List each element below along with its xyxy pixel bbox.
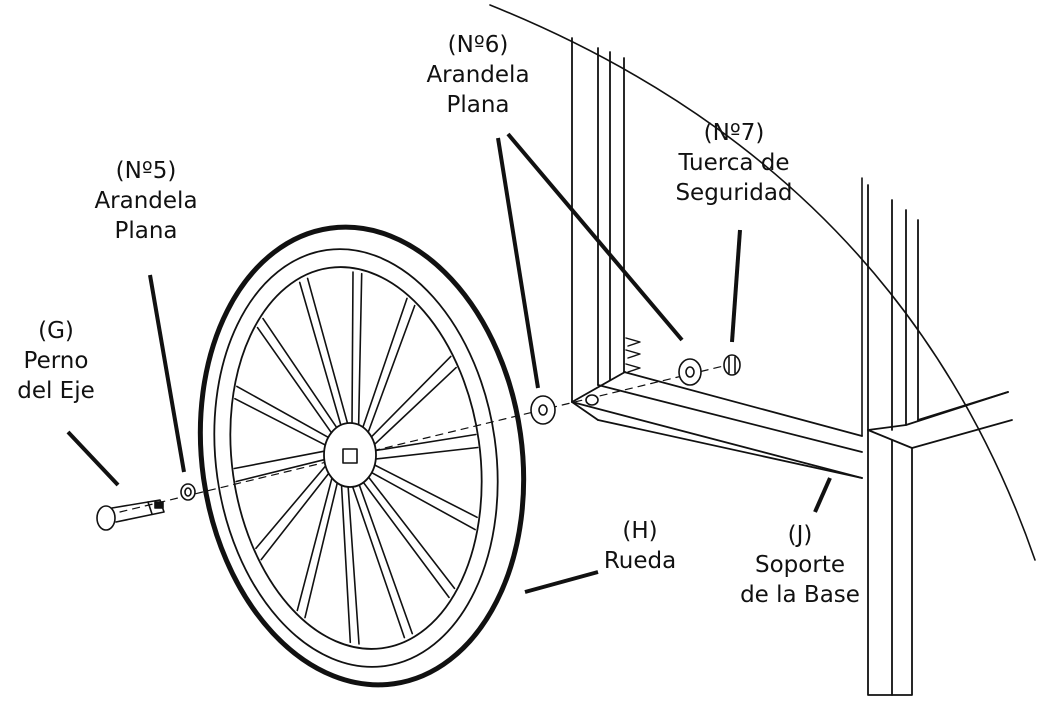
leader-lines bbox=[66, 132, 832, 594]
wheel-spoke bbox=[256, 326, 334, 436]
leader-lock-nut bbox=[730, 229, 742, 343]
wheel-spoke bbox=[262, 317, 339, 431]
wheel-spoke bbox=[369, 355, 452, 440]
wheel-spoke bbox=[234, 397, 328, 447]
label-washer-5-id: (Nº5) bbox=[115, 158, 177, 184]
wheel-spokes bbox=[233, 271, 479, 645]
wheel-spoke bbox=[366, 304, 416, 436]
wheel-spoke bbox=[366, 474, 456, 590]
wheel-spoke bbox=[351, 484, 406, 639]
washer-5-drawing bbox=[180, 483, 196, 501]
frame-clips bbox=[625, 337, 641, 373]
axle-bolt-drawing bbox=[96, 499, 165, 531]
label-axle-bolt-id: (G) bbox=[38, 318, 74, 344]
wheel-spoke bbox=[347, 484, 360, 645]
cart-body-outline bbox=[489, 4, 1036, 561]
base-support-bar bbox=[571, 371, 863, 479]
wheel-spoke bbox=[255, 463, 328, 550]
wheel-spoke bbox=[357, 272, 363, 428]
washer-6-right-drawing bbox=[678, 358, 702, 386]
wheel-spoke bbox=[372, 446, 479, 461]
frame-right-leg bbox=[867, 184, 1013, 696]
wheel-spoke bbox=[357, 482, 414, 635]
lock-nut-drawing bbox=[723, 354, 741, 376]
frame-left-post bbox=[571, 37, 625, 403]
wheel-spoke bbox=[304, 479, 339, 619]
label-washer-5: (Nº5) Arandela Plana bbox=[94, 156, 197, 246]
wheel-hub-hole bbox=[342, 448, 358, 464]
label-washer-6-line2: Plana bbox=[446, 92, 510, 118]
label-wheel-id: (H) bbox=[622, 518, 658, 544]
label-washer-5-line1: Arandela bbox=[94, 188, 198, 214]
label-axle-bolt-line2: del Eje bbox=[17, 378, 95, 404]
wheel-rim-1 bbox=[213, 248, 499, 668]
leader-axle-bolt bbox=[66, 430, 120, 487]
wheel-rim-2 bbox=[229, 266, 483, 650]
wheel-spoke bbox=[361, 297, 408, 431]
label-axle-bolt-line1: Perno bbox=[23, 348, 89, 374]
wheel-spoke bbox=[298, 281, 343, 428]
leader-washer-6-b bbox=[506, 132, 684, 342]
wheel-spoke bbox=[372, 463, 478, 519]
label-wheel-line1: Rueda bbox=[603, 548, 677, 574]
wheel-spoke bbox=[233, 449, 328, 470]
wheel-spoke bbox=[296, 474, 334, 612]
wheel-spoke bbox=[372, 433, 477, 452]
wheel-spoke bbox=[306, 277, 349, 426]
wheel-spoke bbox=[372, 366, 457, 447]
wheel-spoke bbox=[369, 470, 476, 531]
leader-washer-5 bbox=[148, 274, 186, 473]
wheel-drawing bbox=[197, 224, 527, 688]
label-base-support-id: (J) bbox=[787, 522, 813, 548]
washer-6-left-drawing bbox=[530, 395, 556, 425]
wheel-spoke bbox=[260, 470, 331, 561]
wheel-tire-outer bbox=[197, 224, 527, 688]
label-base-support: (J) Soporte de la Base bbox=[740, 520, 860, 610]
label-washer-6: (Nº6) Arandela Plana bbox=[426, 30, 529, 120]
axle-alignment-line bbox=[119, 361, 741, 513]
wheel-spoke bbox=[235, 458, 328, 483]
label-axle-bolt: (G) Perno del Eje bbox=[17, 316, 95, 406]
wheel-spoke bbox=[340, 482, 352, 644]
label-washer-6-id: (Nº6) bbox=[447, 32, 509, 58]
leader-wheel bbox=[524, 570, 599, 594]
label-base-support-line1: Soporte bbox=[755, 552, 845, 578]
frame-hole bbox=[585, 394, 599, 406]
leader-base-support bbox=[813, 477, 832, 513]
wheel-spoke bbox=[361, 479, 450, 599]
label-washer-5-line2: Plana bbox=[114, 218, 178, 244]
label-wheel: (H) Rueda bbox=[604, 516, 676, 576]
leader-washer-6-a bbox=[496, 137, 540, 389]
label-lock-nut: (Nº7) Tuerca de Seguridad bbox=[675, 118, 792, 208]
label-lock-nut-id: (Nº7) bbox=[703, 120, 765, 146]
label-lock-nut-line2: Seguridad bbox=[675, 180, 793, 206]
label-base-support-line2: de la Base bbox=[740, 582, 860, 608]
label-lock-nut-line1: Tuerca de bbox=[678, 150, 790, 176]
wheel-spoke bbox=[351, 271, 354, 426]
wheel-spoke bbox=[236, 385, 331, 440]
label-washer-6-line1: Arandela bbox=[426, 62, 530, 88]
